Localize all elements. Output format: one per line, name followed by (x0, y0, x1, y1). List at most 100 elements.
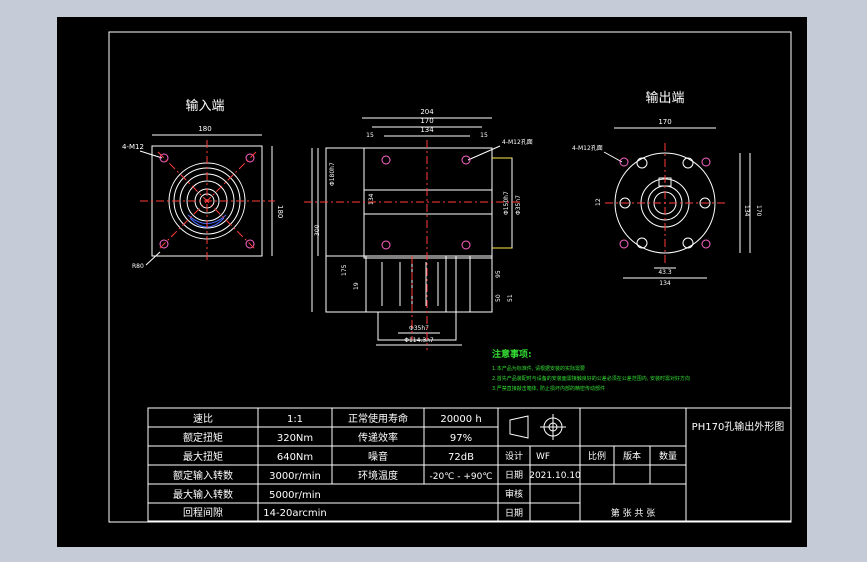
side-hole-br (461, 240, 471, 250)
drawing-border (108, 31, 792, 523)
spec-key2-2: 传递效率 (358, 431, 398, 444)
spec-key2-1: 正常使用寿命 (348, 412, 408, 425)
drawing-paper (57, 17, 807, 547)
design-label: 设计 (505, 450, 523, 462)
output-dim-side: 12 (595, 198, 602, 206)
input-hole-tr (245, 153, 255, 163)
note-item-3: 3.严禁直接敲击箱体, 防止损坏内部的精密传动部件 (492, 385, 605, 392)
page-count-label: 第 张 共 张 (611, 507, 656, 519)
output-bolt-2 (682, 157, 694, 169)
output-hole-br (701, 239, 711, 249)
version-label: 版本 (623, 450, 641, 462)
spec-val-5: 5000r/min (269, 490, 321, 501)
output-end-title: 输出端 (645, 90, 684, 106)
side-hole-tl (381, 155, 391, 165)
side-dim-204: 204 (420, 108, 434, 116)
input-holes-label: 4-M12 (122, 143, 144, 151)
output-dim-top: 170 (658, 118, 671, 126)
notes-title: 注意事项: (492, 348, 532, 360)
spec-key-6: 回程间隙 (183, 506, 223, 519)
side-dim-15a: 15 (366, 132, 374, 139)
side-dim-15b: 15 (480, 132, 488, 139)
input-hole-br (245, 239, 255, 249)
side-dim-51: 51 (507, 294, 514, 302)
drawing-name: PH170孔输出外形图 (692, 420, 785, 433)
side-right-vertical-1: Φ150h7 (503, 191, 510, 215)
date2-label: 日期 (505, 508, 523, 519)
input-centerlines (140, 140, 275, 262)
input-dim-top: 180 (198, 125, 211, 133)
spec-key-3: 最大扭矩 (183, 450, 223, 463)
spec-val-6: 14-20arcmin (263, 508, 326, 519)
side-centerlines (304, 140, 520, 350)
side-left-vertical-1: Φ180h7 (329, 162, 336, 186)
title-block (497, 407, 792, 522)
spec-key-4: 额定输入转数 (173, 469, 233, 482)
side-dim-50: 50 (495, 294, 502, 302)
side-dim-170: 170 (420, 117, 433, 125)
output-hole-tl (619, 157, 629, 167)
side-right-vertical-2: Φ35h7 (515, 195, 522, 215)
input-end-title: 输入端 (185, 98, 224, 114)
spec-val-1: 1:1 (287, 414, 303, 425)
spec-val2-4: -20℃ - +90℃ (430, 472, 493, 482)
input-holes (159, 153, 255, 249)
spec-key2-3: 噪音 (368, 450, 388, 463)
side-hole-tr (461, 155, 471, 165)
side-holes-label: 4-M12孔面 (502, 138, 533, 146)
side-holes (381, 155, 471, 250)
output-mount-holes (619, 157, 711, 249)
date-value: 2021.10.10 (529, 471, 581, 481)
input-hole-tl (159, 153, 169, 163)
input-radius-label: R80 (132, 263, 144, 270)
projection-symbol (509, 414, 566, 440)
spec-key-1: 速比 (193, 413, 213, 425)
side-dim-134: 134 (420, 126, 434, 134)
output-bolt-1 (636, 157, 648, 169)
side-shaft-dim: Φ114.3h7 (404, 337, 434, 344)
side-left-vertical-2: 300 (314, 224, 321, 236)
output-bolt-6 (699, 197, 711, 209)
side-hole-bl (381, 240, 391, 250)
title-block-text: PH170孔输出外形图 设计 WF 比例 版本 数量 日期 2021.10.10… (505, 420, 784, 519)
spec-val-4: 3000r/min (269, 471, 321, 482)
notes-block: 注意事项: 1.本产品为标准件, 请根据安装的实际需要 2.首先产品装配时与设备… (492, 348, 690, 392)
spec-table-cells: 速比 1:1 正常使用寿命 20000 h 额定扭矩 320Nm 传递效率 97… (173, 412, 492, 519)
spec-key-5: 最大输入转数 (173, 488, 233, 501)
spec-val-2: 320Nm (277, 433, 313, 444)
input-hole-bl (159, 239, 169, 249)
output-bolt-4 (682, 237, 694, 249)
side-view: 204 170 134 15 15 4-M12孔面 Φ180h7 300 134… (311, 108, 533, 346)
side-dim-95: 95 (495, 270, 502, 278)
quantity-label: 数量 (659, 450, 677, 462)
output-dim-r170: 170 (755, 205, 762, 217)
input-dim-right: 180 (276, 205, 284, 218)
output-bolt-5 (619, 197, 631, 209)
output-bolt-3 (636, 237, 648, 249)
spec-key-2: 额定扭矩 (183, 431, 223, 444)
output-hole-tr (701, 157, 711, 167)
output-dim-r134: 134 (743, 205, 750, 217)
spec-key2-4: 环境温度 (358, 469, 398, 482)
side-dim-19: 19 (353, 282, 360, 290)
side-dim-175: 175 (341, 264, 348, 276)
output-dim-134: 134 (659, 280, 671, 287)
output-holes-label: 4-M12孔面 (572, 144, 603, 152)
output-dim-43: 43.3 (658, 269, 672, 276)
side-bore-dim: Φ35h7 (409, 325, 429, 332)
spec-val2-3: 72dB (448, 452, 474, 463)
side-yellow-accents (492, 157, 512, 249)
spec-val-3: 640Nm (277, 452, 313, 463)
review-label: 审核 (505, 488, 523, 500)
output-hole-bl (619, 239, 629, 249)
scale-label: 比例 (588, 450, 606, 462)
side-center-vertical: 134 (368, 193, 375, 205)
output-centerlines (605, 143, 725, 263)
date-label: 日期 (505, 470, 523, 481)
output-bolt-holes (619, 157, 711, 249)
design-value: WF (536, 452, 550, 462)
spec-val2-1: 20000 h (440, 414, 481, 425)
note-item-2: 2.首先产品装配时与设备的安装面需接触良好的公差必须在公差范围内, 安装时需对好… (492, 375, 690, 382)
note-item-1: 1.本产品为标准件, 请根据安装的实际需要 (492, 365, 585, 372)
